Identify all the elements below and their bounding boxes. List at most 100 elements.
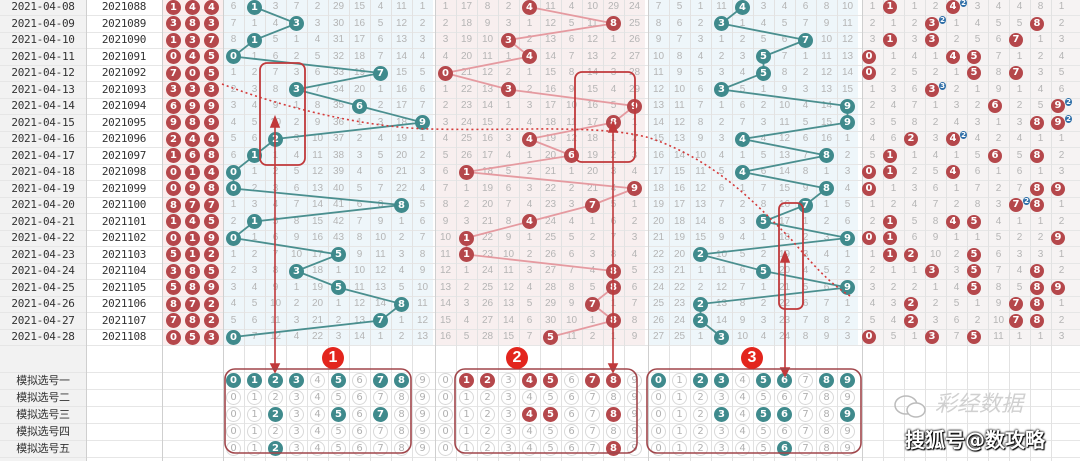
digit-option[interactable]: 3 <box>289 390 304 405</box>
digit-option[interactable]: 2 <box>480 424 495 439</box>
digit-option[interactable]: 9 <box>840 390 855 405</box>
picked-digit[interactable]: 5 <box>756 407 771 422</box>
digit-option[interactable]: 2 <box>268 390 283 405</box>
digit-option[interactable]: 8 <box>819 441 834 456</box>
digit-option[interactable]: 4 <box>735 424 750 439</box>
digit-option[interactable]: 6 <box>564 373 579 388</box>
picked-digit[interactable]: 4 <box>522 407 537 422</box>
picked-digit[interactable]: 0 <box>651 373 666 388</box>
digit-option[interactable]: 3 <box>714 441 729 456</box>
digit-option[interactable]: 6 <box>777 424 792 439</box>
digit-option[interactable]: 3 <box>714 390 729 405</box>
digit-option[interactable]: 1 <box>672 407 687 422</box>
digit-option[interactable]: 2 <box>480 441 495 456</box>
digit-option[interactable]: 4 <box>735 407 750 422</box>
picked-digit[interactable]: 8 <box>606 373 621 388</box>
digit-option[interactable]: 5 <box>331 424 346 439</box>
digit-option[interactable]: 4 <box>735 441 750 456</box>
digit-option[interactable]: 9 <box>627 373 642 388</box>
digit-option[interactable]: 1 <box>672 424 687 439</box>
picked-digit[interactable]: 1 <box>459 373 474 388</box>
digit-option[interactable]: 4 <box>522 441 537 456</box>
digit-option[interactable]: 6 <box>352 424 367 439</box>
picked-digit[interactable]: 6 <box>777 407 792 422</box>
picked-digit[interactable]: 6 <box>777 441 792 456</box>
digit-option[interactable]: 7 <box>373 424 388 439</box>
digit-option[interactable]: 1 <box>672 441 687 456</box>
picked-digit[interactable]: 5 <box>543 373 558 388</box>
digit-option[interactable]: 0 <box>438 373 453 388</box>
digit-option[interactable]: 5 <box>331 441 346 456</box>
picked-digit[interactable]: 5 <box>756 373 771 388</box>
picked-digit[interactable]: 4 <box>522 373 537 388</box>
digit-option[interactable]: 1 <box>247 441 262 456</box>
digit-option[interactable]: 1 <box>247 424 262 439</box>
picked-digit[interactable]: 2 <box>268 441 283 456</box>
picked-digit[interactable]: 5 <box>331 373 346 388</box>
digit-option[interactable]: 1 <box>247 390 262 405</box>
picked-digit[interactable]: 7 <box>373 407 388 422</box>
digit-option[interactable]: 6 <box>352 407 367 422</box>
digit-option[interactable]: 0 <box>226 424 241 439</box>
picked-digit[interactable]: 2 <box>268 373 283 388</box>
digit-option[interactable]: 3 <box>501 424 516 439</box>
digit-option[interactable]: 4 <box>522 424 537 439</box>
digit-option[interactable]: 0 <box>438 390 453 405</box>
digit-option[interactable]: 8 <box>606 424 621 439</box>
digit-option[interactable]: 9 <box>627 441 642 456</box>
picked-digit[interactable]: 6 <box>777 373 792 388</box>
digit-option[interactable]: 2 <box>693 441 708 456</box>
digit-option[interactable]: 1 <box>672 373 687 388</box>
digit-option[interactable]: 9 <box>415 373 430 388</box>
digit-option[interactable]: 6 <box>564 441 579 456</box>
digit-option[interactable]: 9 <box>415 441 430 456</box>
digit-option[interactable]: 9 <box>415 390 430 405</box>
digit-option[interactable]: 9 <box>415 407 430 422</box>
picked-digit[interactable]: 3 <box>714 373 729 388</box>
digit-option[interactable]: 7 <box>373 441 388 456</box>
digit-option[interactable]: 5 <box>543 424 558 439</box>
digit-option[interactable]: 7 <box>798 373 813 388</box>
digit-option[interactable]: 6 <box>777 390 792 405</box>
picked-digit[interactable]: 9 <box>840 407 855 422</box>
digit-option[interactable]: 7 <box>585 390 600 405</box>
digit-option[interactable]: 8 <box>606 390 621 405</box>
digit-option[interactable]: 7 <box>585 407 600 422</box>
picked-digit[interactable]: 9 <box>840 373 855 388</box>
picked-digit[interactable]: 3 <box>714 407 729 422</box>
digit-option[interactable]: 9 <box>627 407 642 422</box>
digit-option[interactable]: 0 <box>438 407 453 422</box>
digit-option[interactable]: 1 <box>459 407 474 422</box>
digit-option[interactable]: 6 <box>352 373 367 388</box>
digit-option[interactable]: 3 <box>501 390 516 405</box>
digit-option[interactable]: 7 <box>373 390 388 405</box>
digit-option[interactable]: 1 <box>247 407 262 422</box>
digit-option[interactable]: 8 <box>394 424 409 439</box>
digit-option[interactable]: 4 <box>522 390 537 405</box>
digit-option[interactable]: 2 <box>693 424 708 439</box>
digit-option[interactable]: 5 <box>756 390 771 405</box>
digit-option[interactable]: 7 <box>585 424 600 439</box>
picked-digit[interactable]: 5 <box>331 407 346 422</box>
digit-option[interactable]: 1 <box>459 441 474 456</box>
digit-option[interactable]: 8 <box>819 390 834 405</box>
picked-digit[interactable]: 2 <box>480 373 495 388</box>
digit-option[interactable]: 1 <box>459 390 474 405</box>
digit-option[interactable]: 2 <box>693 390 708 405</box>
digit-option[interactable]: 3 <box>289 407 304 422</box>
picked-digit[interactable]: 1 <box>247 373 262 388</box>
digit-option[interactable]: 6 <box>564 407 579 422</box>
digit-option[interactable]: 7 <box>798 407 813 422</box>
digit-option[interactable]: 4 <box>735 373 750 388</box>
digit-option[interactable]: 9 <box>840 441 855 456</box>
digit-option[interactable]: 5 <box>756 424 771 439</box>
digit-option[interactable]: 0 <box>651 407 666 422</box>
digit-option[interactable]: 4 <box>310 373 325 388</box>
digit-option[interactable]: 4 <box>310 390 325 405</box>
picked-digit[interactable]: 0 <box>226 373 241 388</box>
digit-option[interactable]: 7 <box>585 441 600 456</box>
picked-digit[interactable]: 5 <box>543 407 558 422</box>
picked-digit[interactable]: 2 <box>268 407 283 422</box>
picked-digit[interactable]: 7 <box>373 373 388 388</box>
digit-option[interactable]: 7 <box>798 390 813 405</box>
